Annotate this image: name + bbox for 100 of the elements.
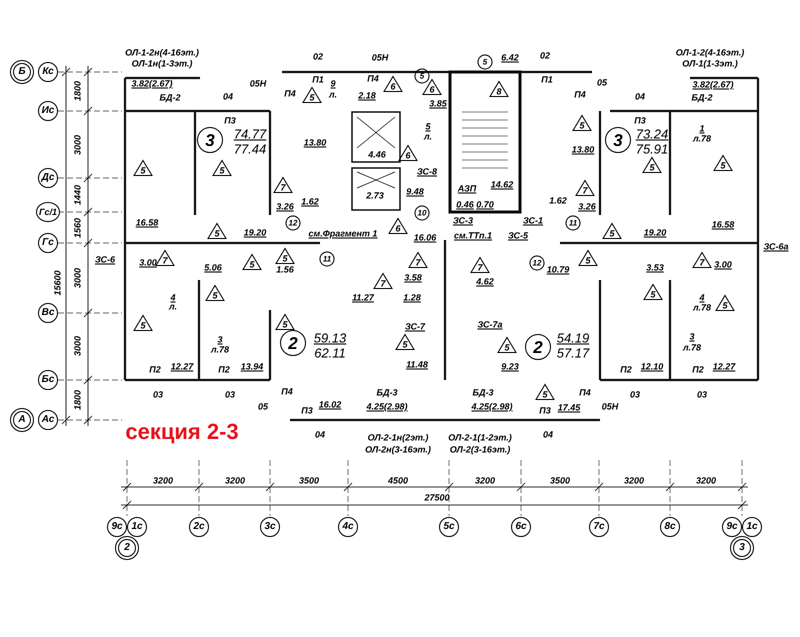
plan-label: БД-3	[472, 388, 494, 398]
room-marker-triangle: 5	[578, 250, 598, 266]
axis-bubble: 8с	[660, 517, 680, 537]
plan-label: 16.02	[318, 400, 342, 410]
plan-label: БД-2	[692, 94, 712, 102]
dimension-label: 1800	[74, 80, 82, 102]
callout-circle: 12	[530, 256, 544, 270]
plan-label: ЗС-6	[94, 256, 116, 264]
plan-label: 9.23	[501, 362, 519, 372]
plan-label: П1	[541, 76, 553, 84]
plan-label: ОЛ-2-1н(2эт.)	[368, 434, 428, 442]
plan-label: 3.82(2.67)	[692, 80, 734, 90]
room-marker-triangle: 5	[205, 284, 225, 302]
callout-circle: 11	[566, 216, 580, 230]
plan-label: 3.26	[276, 202, 294, 212]
plan-label: 6.42	[501, 54, 519, 62]
plan-label: П2	[149, 366, 161, 374]
plan-label: 5	[426, 122, 430, 132]
plan-label: ЗС-5	[508, 232, 528, 240]
plan-label: 19.20	[644, 228, 666, 238]
room-marker-triangle: 7	[470, 256, 490, 274]
plan-label: ЗС-8	[416, 168, 438, 176]
plan-label: 9	[330, 80, 336, 88]
plan-label: 04	[223, 92, 233, 102]
plan-label: 19.20	[244, 228, 266, 238]
plan-label: 4	[700, 294, 704, 302]
plan-label: 03	[630, 390, 640, 400]
plan-label: 12.27	[712, 362, 736, 372]
axis-bubble: Гс/1	[36, 202, 60, 222]
dimension-label: 3000	[74, 134, 82, 156]
dimension-label: 1800	[74, 390, 82, 410]
axis-bubble: 5с	[439, 517, 459, 537]
plan-label: 10.79	[546, 266, 570, 274]
plan-label: АЗП	[458, 184, 476, 194]
plan-label: БД-2	[160, 94, 180, 102]
plan-label: 3.58	[404, 274, 422, 282]
plan-label: ЗС-3	[452, 216, 474, 226]
plan-label: ОЛ-1н(1-3эт.)	[132, 60, 192, 68]
plan-label: ЗС-1	[522, 216, 544, 226]
axis-bubble: 1с	[127, 517, 147, 537]
room-marker-triangle: 5	[275, 314, 295, 330]
axis-bubble: Кс	[38, 62, 58, 82]
plan-label: 05Н	[372, 54, 388, 62]
axis-bubble: 4с	[338, 517, 358, 537]
apartment-number-circle: 2	[525, 334, 551, 360]
callout-circle: 11	[320, 252, 334, 266]
plan-label: П3	[224, 116, 236, 126]
plan-label: 04	[635, 92, 645, 102]
dimension-label: 1560	[74, 218, 82, 238]
plan-label: 75.91	[636, 142, 668, 156]
callout-circle: 5	[414, 68, 430, 84]
plan-label: 05Н	[250, 80, 266, 88]
room-marker-triangle: 5	[242, 254, 262, 270]
plan-label: 13.94	[240, 362, 264, 372]
axis-bubble: 2с	[189, 517, 209, 537]
plan-label: 27500	[424, 494, 450, 502]
room-marker-triangle: 5	[133, 160, 153, 176]
plan-label: П3	[634, 116, 646, 126]
plan-label: 4	[170, 294, 176, 302]
plan-label: П4	[574, 90, 586, 100]
plan-label: л.	[168, 302, 178, 312]
room-marker-triangle: 6	[398, 144, 418, 162]
plan-label: П4	[367, 74, 379, 84]
plan-label: ОЛ-1(1-3эт.)	[682, 60, 738, 68]
room-marker-triangle: 5	[643, 284, 663, 300]
axis-bubble: 9с	[107, 517, 127, 537]
plan-label: 4.25(2.98)	[366, 402, 408, 412]
callout-circle: 12	[286, 216, 300, 230]
plan-label: П2	[620, 366, 632, 374]
room-marker-triangle: 5	[572, 114, 592, 132]
plan-label: 9.48	[406, 188, 424, 196]
plan-label: 77.44	[234, 142, 266, 156]
plan-label: 02	[540, 52, 550, 60]
plan-label: 03	[153, 390, 163, 400]
room-marker-triangle: 7	[575, 180, 595, 196]
axis-bubble: 1с	[742, 517, 762, 537]
plan-label: 3.00	[714, 260, 732, 270]
plan-label: П3	[539, 406, 551, 416]
plan-label: 3.85	[429, 100, 447, 108]
plan-label: 73.24	[636, 128, 668, 140]
plan-label: 14.62	[490, 180, 514, 190]
plan-label: 13.80	[304, 138, 326, 148]
plan-label: 11.27	[352, 294, 374, 302]
plan-label: 1	[700, 124, 704, 134]
plan-label: л.78	[210, 346, 230, 354]
apartment-number-circle: 3	[605, 127, 631, 153]
plan-label: 3500	[550, 476, 570, 486]
plan-label: ЗС-7	[404, 322, 426, 332]
plan-label: П4	[579, 388, 591, 398]
axis-bubble: Ис	[38, 101, 58, 121]
plan-label: 3200	[474, 476, 496, 486]
plan-label: л.78	[692, 304, 712, 312]
plan-label: ЗС-6а	[763, 242, 789, 252]
plan-label: 1.62	[549, 196, 567, 206]
room-marker-triangle: 6	[383, 76, 403, 92]
room-marker-triangle: 7	[692, 252, 712, 268]
section-title: секция 2-3	[125, 421, 239, 443]
dimension-label: 3000	[74, 336, 82, 356]
plan-label: 3500	[298, 476, 320, 486]
plan-label: 62.11	[314, 346, 346, 360]
